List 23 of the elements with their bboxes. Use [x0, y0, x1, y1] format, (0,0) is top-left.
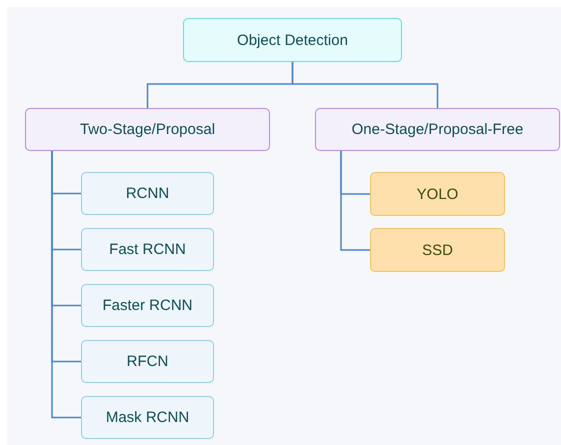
method-box: [81, 228, 214, 271]
node-label: Object Detection: [237, 32, 348, 48]
node-label: Mask RCNN: [106, 409, 190, 426]
node-label: Fast RCNN: [109, 241, 186, 258]
method-box: [81, 340, 214, 383]
node-label: One-Stage/Proposal-Free: [352, 121, 524, 138]
node-label: RCNN: [126, 185, 170, 202]
connector-line: [340, 151, 370, 251]
method-box: [81, 396, 214, 439]
connector-line: [292, 62, 438, 108]
node-label: SSD: [422, 242, 453, 258]
method-box: [81, 172, 214, 215]
node-label: Two-Stage/Proposal: [80, 121, 216, 138]
category-box: [315, 108, 560, 151]
method-box: [81, 284, 214, 327]
node-label: Faster RCNN: [102, 297, 192, 314]
method-box: [370, 228, 505, 272]
node-label: RFCN: [126, 353, 168, 370]
connector-line: [51, 151, 81, 418]
category-box: [25, 108, 270, 151]
method-box: [370, 172, 505, 216]
node-label: YOLO: [416, 186, 458, 202]
root-box: [183, 18, 402, 62]
